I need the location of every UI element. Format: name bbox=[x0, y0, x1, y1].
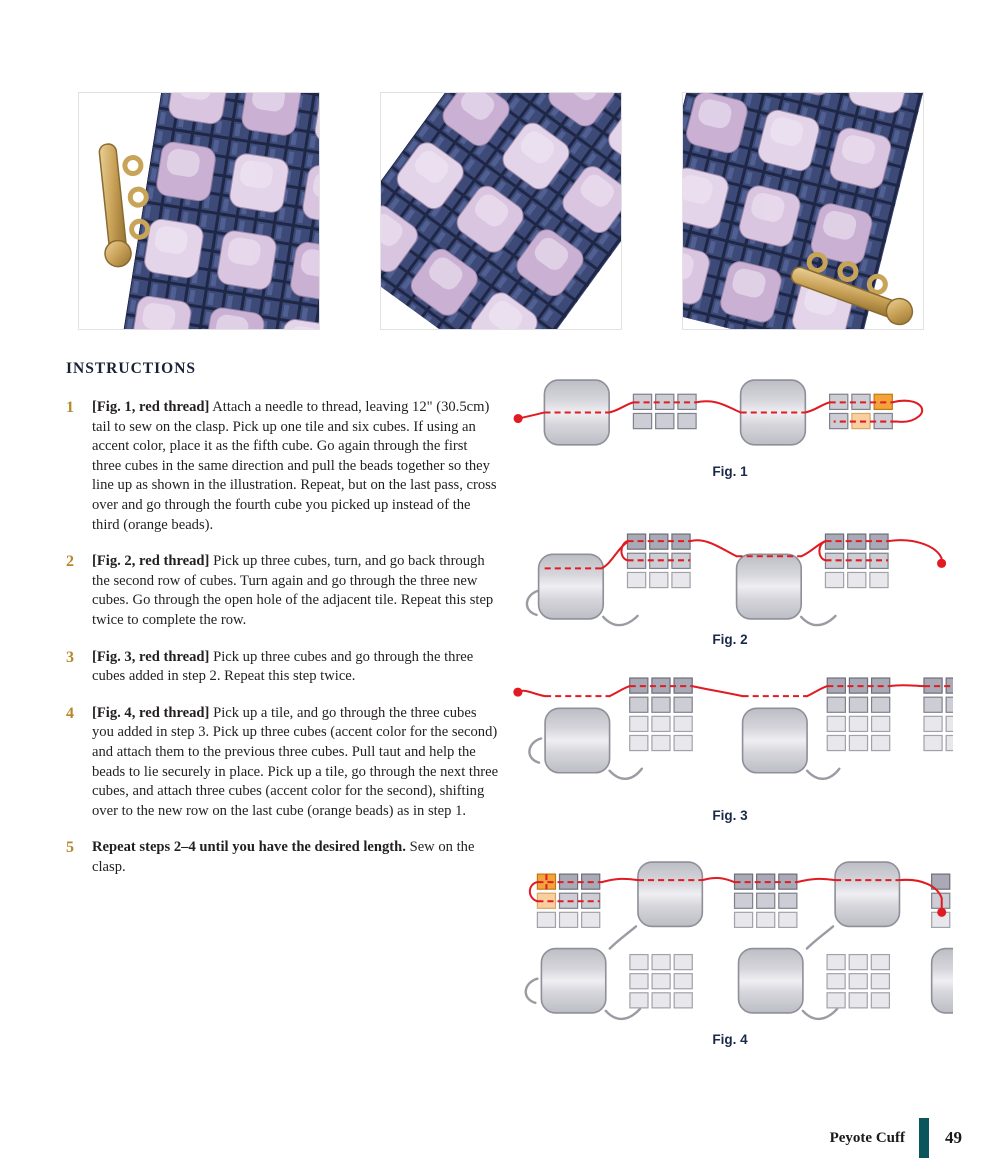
figure-3: Fig. 3 bbox=[505, 674, 955, 823]
page-footer: Peyote Cuff 49 bbox=[0, 1116, 1000, 1160]
step-text: [Fig. 2, red thread] Pick up three cubes… bbox=[92, 553, 494, 628]
fig1-caption: Fig. 1 bbox=[712, 464, 748, 479]
fig1-diagram bbox=[513, 379, 923, 446]
instruction-steps: 1 [Fig. 1, red thread] Attach a needle t… bbox=[66, 398, 500, 894]
fig3-diagram bbox=[512, 677, 953, 781]
step-1: 1 [Fig. 1, red thread] Attach a needle t… bbox=[66, 398, 500, 535]
step-4: 4 [Fig. 4, red thread] Pick up a tile, a… bbox=[66, 704, 500, 822]
toggle-clasp-bar bbox=[790, 251, 914, 326]
fig4-caption: Fig. 4 bbox=[712, 1032, 748, 1047]
step-text: Repeat steps 2–4 until you have the desi… bbox=[92, 839, 475, 875]
figure-4: Fig. 4 bbox=[505, 856, 955, 1047]
photo-row bbox=[78, 92, 924, 330]
toggle-clasp-bar bbox=[98, 143, 151, 268]
fig2-diagram bbox=[525, 533, 946, 627]
step-number: 1 bbox=[66, 399, 74, 416]
fig4-diagram bbox=[524, 861, 953, 1021]
fig3-caption: Fig. 3 bbox=[712, 808, 748, 823]
photo-bracelet-clasp-left bbox=[78, 92, 320, 330]
photo-bracelet-diagonal bbox=[380, 92, 622, 330]
photo-bracelet-clasp-right bbox=[682, 92, 924, 330]
step-5: 5 Repeat steps 2–4 until you have the de… bbox=[66, 838, 500, 877]
fig2-caption: Fig. 2 bbox=[712, 632, 748, 647]
step-number: 3 bbox=[66, 648, 74, 666]
footer-section-title: Peyote Cuff bbox=[829, 1129, 905, 1146]
photo-2-image bbox=[381, 93, 621, 329]
figure-2: Fig. 2 bbox=[505, 528, 955, 647]
step-text: [Fig. 1, red thread] Attach a needle to … bbox=[92, 399, 497, 533]
instructions-heading: INSTRUCTIONS bbox=[66, 360, 197, 377]
step-number: 5 bbox=[66, 839, 74, 857]
page-number: 49 bbox=[945, 1128, 962, 1147]
step-number: 2 bbox=[66, 553, 74, 571]
step-text: [Fig. 4, red thread] Pick up a tile, and… bbox=[92, 704, 499, 819]
photo-1-image bbox=[79, 93, 319, 329]
step-number: 4 bbox=[66, 704, 74, 722]
step-text: [Fig. 3, red thread] Pick up three cubes… bbox=[92, 648, 474, 685]
figure-1: Fig. 1 bbox=[505, 372, 955, 479]
step-3: 3 [Fig. 3, red thread] Pick up three cub… bbox=[66, 648, 500, 687]
step-2: 2 [Fig. 2, red thread] Pick up three cub… bbox=[66, 552, 500, 630]
footer-accent-bar bbox=[919, 1118, 929, 1158]
photo-3-image bbox=[683, 93, 923, 329]
